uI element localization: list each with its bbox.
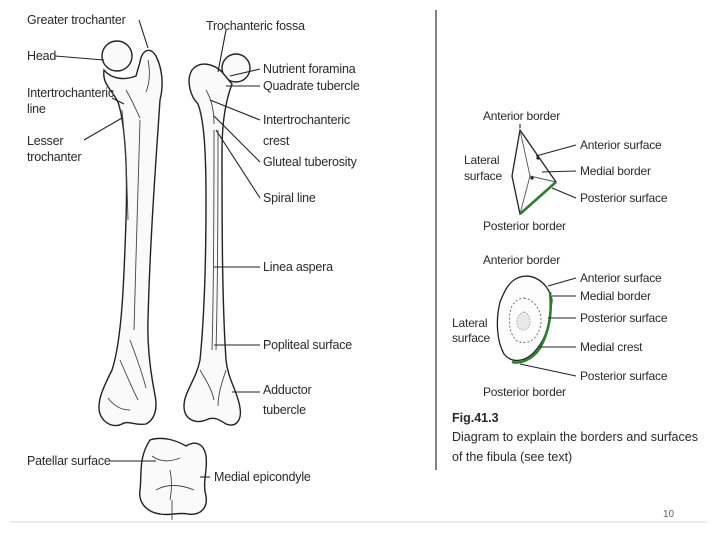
label-adductor-tubercle-1: Adductor xyxy=(263,383,312,397)
label-greater-trochanter: Greater trochanter xyxy=(27,13,126,27)
medial-crest-highlight xyxy=(511,291,552,364)
label-upper-anterior-border: Anterior border xyxy=(483,109,561,123)
medial-border-highlight xyxy=(519,181,557,215)
label-intertrochanteric-crest-2: crest xyxy=(263,134,290,148)
label-lower-medial-border: Medial border xyxy=(580,289,651,303)
femur-distal-end-drawing xyxy=(139,437,208,516)
label-upper-posterior-surface: Posterior surface xyxy=(580,191,668,205)
label-upper-anterior-surface: Anterior surface xyxy=(580,138,662,152)
label-lower-posterior-border: Posterior border xyxy=(483,385,566,399)
label-linea-aspera: Linea aspera xyxy=(263,260,333,274)
label-lower-posterior-surface-2: Posterior surface xyxy=(580,369,668,383)
label-lower-anterior-surface: Anterior surface xyxy=(580,271,662,285)
label-intertrochanteric-line-1: Intertrochanteric xyxy=(27,86,114,100)
caption-line-1: Diagram to explain the borders and surfa… xyxy=(452,430,698,444)
femur-anterior-shading xyxy=(107,59,150,411)
label-lower-lateral-surface-1: Lateral xyxy=(452,316,488,330)
label-trochanteric-fossa: Trochanteric fossa xyxy=(206,19,305,33)
label-head: Head xyxy=(27,49,57,63)
fibula-upper-section xyxy=(511,128,557,216)
label-spiral-line: Spiral line xyxy=(263,191,316,205)
fibula-lower-leader-lines xyxy=(519,277,577,377)
caption-figure-number: Fig.41.3 xyxy=(452,411,499,425)
label-nutrient-foramina: Nutrient foramina xyxy=(263,62,356,76)
label-medial-epicondyle: Medial epicondyle xyxy=(214,470,311,484)
femur-leader-lines xyxy=(54,19,261,478)
label-upper-posterior-border: Posterior border xyxy=(483,219,566,233)
label-patellar-surface: Patellar surface xyxy=(27,454,111,468)
fibula-lower-section xyxy=(496,275,553,364)
page-number: 10 xyxy=(663,509,675,520)
fibula-upper-leader-lines xyxy=(519,124,577,199)
label-popliteal-surface: Popliteal surface xyxy=(263,338,353,352)
femur-posterior-drawing xyxy=(183,53,251,426)
label-quadrate-tubercle: Quadrate tubercle xyxy=(263,79,360,93)
label-lower-posterior-surface-1: Posterior surface xyxy=(580,311,668,325)
label-lesser-trochanter-2: trochanter xyxy=(27,150,82,164)
label-lower-lateral-surface-2: surface xyxy=(452,331,490,345)
label-lower-medial-crest: Medial crest xyxy=(580,340,643,354)
caption-line-2: of the fibula (see text) xyxy=(452,450,573,464)
label-upper-lateral-surface-2: surface xyxy=(464,169,502,183)
label-adductor-tubercle-2: tubercle xyxy=(263,403,306,417)
femur-posterior-shading xyxy=(199,89,227,407)
label-upper-lateral-surface-1: Lateral xyxy=(464,153,500,167)
label-intertrochanteric-crest-1: Intertrochanteric xyxy=(263,113,350,127)
femur-distal-end-shading xyxy=(151,455,195,520)
femur-anterior-drawing xyxy=(98,40,163,427)
label-upper-medial-border: Medial border xyxy=(580,164,651,178)
label-lesser-trochanter-1: Lesser xyxy=(27,134,64,148)
label-gluteal-tuberosity: Gluteal tuberosity xyxy=(263,155,357,169)
label-lower-anterior-border: Anterior border xyxy=(483,253,561,267)
label-intertrochanteric-line-2: line xyxy=(27,102,46,116)
